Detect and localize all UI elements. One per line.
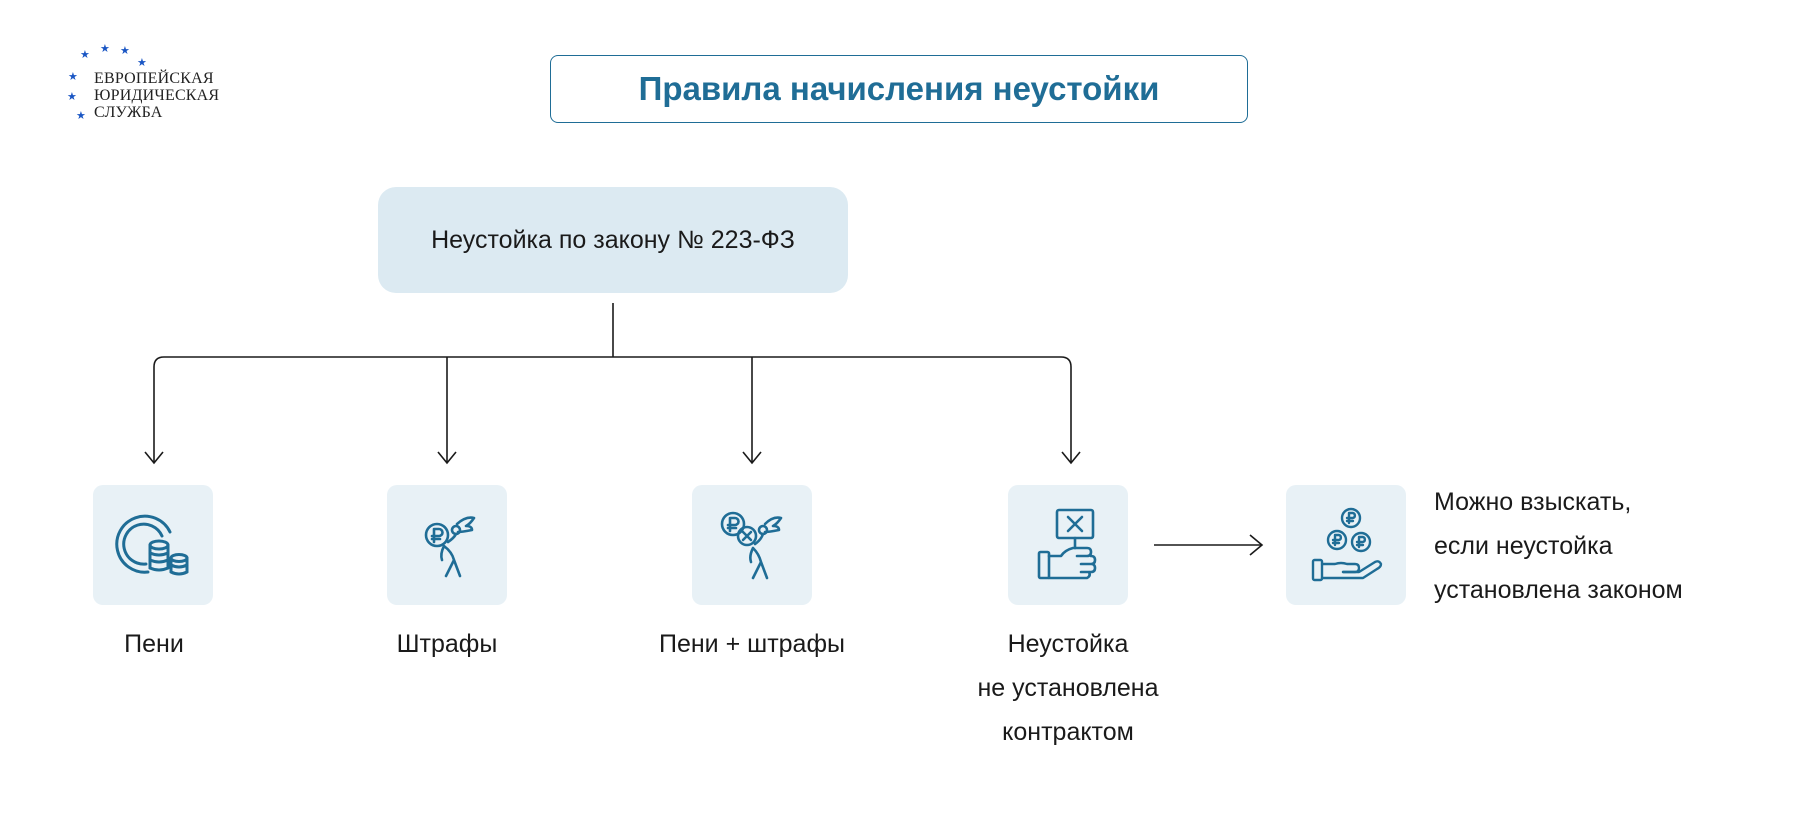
branch-2-icon-box: [387, 485, 507, 605]
branch-1-label: Пени: [94, 622, 214, 666]
root-node: Неустойка по закону № 223-ФЗ: [378, 187, 848, 293]
page-title: Правила начисления неустойки: [638, 70, 1160, 107]
branch-3-label: Пени + штрафы: [652, 622, 852, 666]
svg-text:★: ★: [120, 45, 130, 57]
bus-right-corner: [1060, 356, 1072, 368]
result-text-line-1: Можно взыскать,: [1434, 488, 1632, 516]
branch-2-label-line-1: Штрафы: [396, 630, 498, 658]
branch-4-label-line-2: не установлена: [977, 674, 1159, 702]
svg-text:★: ★: [80, 49, 90, 61]
branch-2-label: Штрафы: [367, 622, 527, 666]
branch-3-icon-box: [692, 485, 812, 605]
person-carrying-ruble-coin-icon: [424, 516, 476, 578]
svg-text:★: ★: [76, 110, 86, 122]
arrowhead-3: [742, 451, 762, 465]
arrowhead-4: [1061, 451, 1081, 465]
logo-line-3: СЛУЖБА: [94, 104, 163, 121]
logo-line-1: ЕВРОПЕЙСКАЯ: [94, 70, 214, 87]
root-node-label: Неустойка по закону № 223-ФЗ: [431, 225, 795, 254]
person-carrying-coins-icon: [720, 511, 783, 580]
coins-stack-icon: [115, 514, 189, 576]
arrowhead-2: [437, 451, 457, 465]
branch-4-label-line-1: Неустойка: [1007, 630, 1129, 658]
svg-text:★: ★: [137, 57, 147, 69]
hand-holding-sign-x-icon: [1037, 508, 1097, 580]
branch-1-icon-box: [93, 485, 213, 605]
branch-3-label-line-1: Пени + штрафы: [659, 630, 845, 658]
result-text: Можно взыскать, если неустойка установле…: [1434, 480, 1683, 612]
branch-4-label-line-3: контрактом: [1002, 718, 1134, 746]
result-text-line-2: если неустойка: [1434, 532, 1613, 560]
arrowhead-1: [144, 451, 164, 465]
svg-text:★: ★: [67, 91, 77, 103]
branch-4-label: Неустойка не установлена контрактом: [963, 622, 1173, 754]
branch-1-label-line-1: Пени: [124, 630, 184, 658]
result-arrowhead: [1249, 534, 1264, 556]
logo-text: ЕВРОПЕЙСКАЯ ЮРИДИЧЕСКАЯ СЛУЖБА: [94, 70, 219, 121]
logo-line-2: ЮРИДИЧЕСКАЯ: [94, 87, 220, 104]
title-box: Правила начисления неустойки: [550, 55, 1248, 123]
eu-stars-icon: ★ ★ ★ ★ ★ ★ ★: [67, 43, 147, 122]
branch-4-icon-box: [1008, 485, 1128, 605]
hand-receiving-ruble-coins-icon: [1311, 507, 1383, 582]
logo: ★ ★ ★ ★ ★ ★ ★ ЕВРОПЕЙСКАЯ ЮРИДИЧЕСКАЯ СЛ…: [62, 40, 262, 130]
bus-left-corner: [153, 356, 165, 368]
result-text-line-3: установлена законом: [1434, 576, 1683, 604]
result-icon-box: [1286, 485, 1406, 605]
svg-text:★: ★: [68, 71, 78, 83]
svg-text:★: ★: [100, 43, 110, 55]
